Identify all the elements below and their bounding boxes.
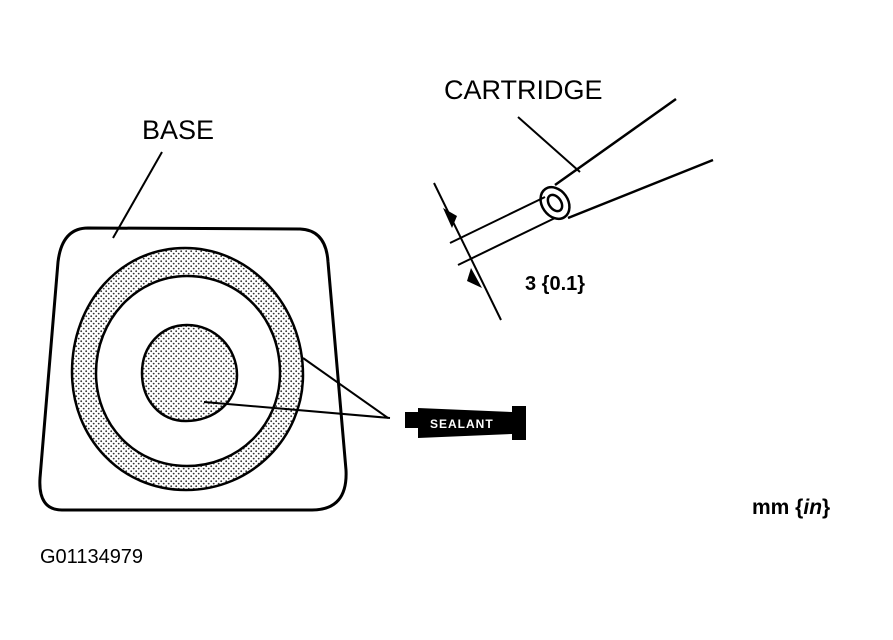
bead-dimension-line bbox=[433, 182, 502, 321]
cartridge-label: CARTRIDGE bbox=[444, 75, 603, 105]
figure-id: G01134979 bbox=[40, 546, 143, 568]
bead-extension-upper bbox=[449, 196, 546, 244]
cartridge-nozzle bbox=[539, 97, 714, 221]
sealant-leader-center bbox=[203, 401, 391, 419]
sealant-tube-icon: SEALANT bbox=[405, 406, 526, 440]
units-in: in bbox=[803, 496, 822, 519]
sealant-leader-ring bbox=[302, 357, 389, 419]
base-leader-line bbox=[112, 151, 163, 239]
sealant-tube-label: SEALANT bbox=[430, 417, 494, 431]
sealant-ring bbox=[70, 246, 305, 492]
cartridge-leader-line bbox=[517, 116, 581, 173]
bead-extension-lower bbox=[457, 217, 556, 266]
sealant-center-dot bbox=[140, 323, 239, 423]
units-close: } bbox=[822, 496, 830, 519]
bead-dimension-label: 3 {0.1} bbox=[525, 273, 585, 295]
base-outline bbox=[38, 226, 348, 512]
units-label: mm {in} bbox=[752, 496, 830, 519]
units-mm: mm { bbox=[752, 496, 803, 519]
base-label: BASE bbox=[142, 115, 214, 145]
